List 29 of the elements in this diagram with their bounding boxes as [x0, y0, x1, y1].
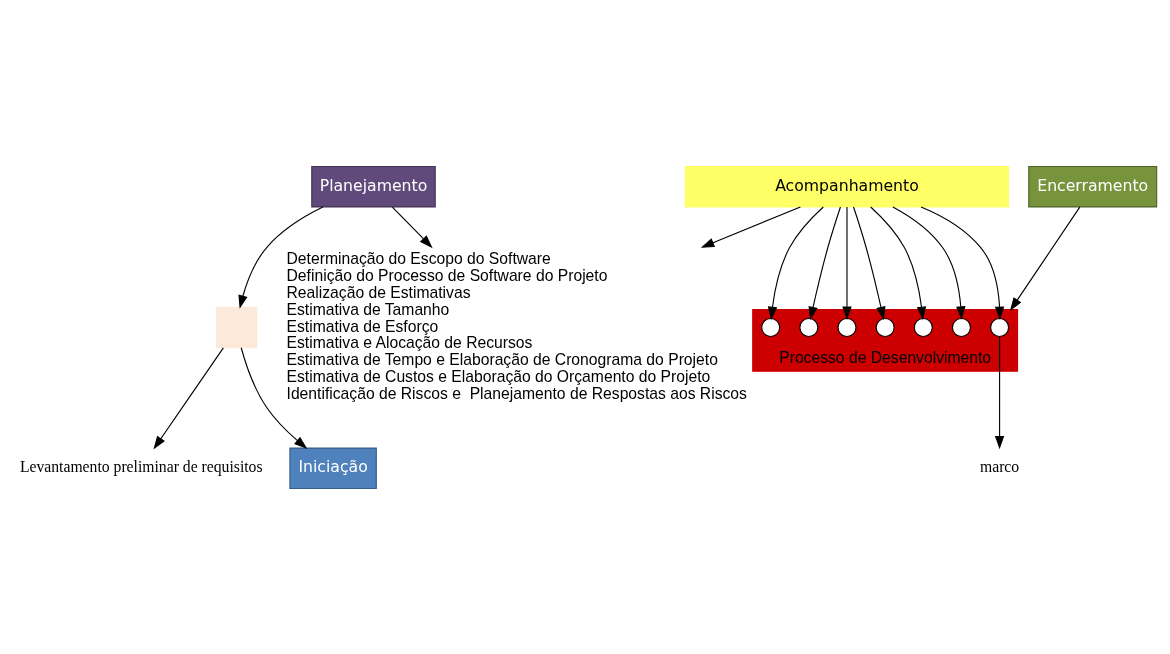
arrow	[700, 205, 801, 248]
arrow	[238, 206, 324, 309]
arrow	[391, 206, 433, 248]
node-text: marco	[979, 457, 1020, 475]
node-box	[215, 306, 258, 348]
arrow	[240, 346, 308, 449]
node-box: Encerramento	[1028, 165, 1158, 207]
arrow	[767, 205, 824, 320]
node-circle	[990, 317, 1010, 337]
node-circle	[799, 317, 819, 337]
arrow	[853, 205, 886, 320]
arrow	[842, 206, 852, 320]
node-circle	[913, 317, 933, 337]
node-box: Iniciação	[289, 447, 377, 489]
arrow	[153, 346, 224, 449]
arrow	[892, 206, 966, 320]
node-circle	[761, 317, 781, 337]
arrow	[808, 205, 841, 320]
arrow	[994, 335, 1005, 449]
node-box: Planejamento	[311, 165, 436, 207]
node-text: Determinação do Escopo do Software Definição do Processo de Software do Projeto Realização de Estimativas Estimativa de Tamanho Estimativa de Esforço Estimativa e Alocação de Recursos Estimativa de Tempo e Elaboração de Cronograma do Projeto Estimativa de Custos e Elaboração do Orçamento do Projeto Identificação de Riscos e Planejamento de Respostas aos Riscos	[286, 249, 747, 402]
node-box: Acompanhamento	[684, 165, 1010, 207]
arrow	[1009, 206, 1081, 311]
arrow	[920, 205, 1005, 320]
node-circle	[951, 317, 971, 337]
arrow	[870, 205, 927, 320]
node-text: Levantamento preliminar de requisitos	[19, 457, 263, 475]
node-circle	[837, 317, 857, 337]
node-circle	[875, 317, 895, 337]
